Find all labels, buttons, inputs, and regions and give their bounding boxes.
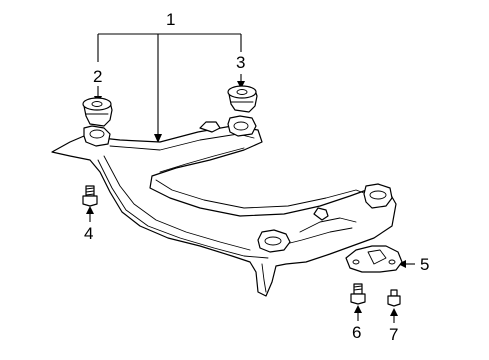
callout-1-arrow-center [154,134,162,143]
bolt-part-4 [82,185,98,207]
callout-5: 5 [420,255,429,274]
bolt-part-7 [387,289,401,307]
callout-7: 7 [389,325,398,344]
bushing-right [227,85,258,113]
callout-3-arrow [237,81,245,89]
callout-6-arrow [354,305,362,313]
callout-4-arrow [86,206,94,214]
callout-1: 1 [166,10,175,29]
subframe-body [51,125,397,297]
callout-6: 6 [352,323,361,342]
subframe-rib [299,217,357,233]
callout-labels: 1 2 3 4 5 6 7 [84,10,429,344]
subframe-bracket-right [313,207,329,221]
bolt-part-6 [350,283,366,305]
subframe-flange-front [97,159,269,259]
callout-5-arrow [398,260,406,268]
mount-pad-rear-left [257,229,291,253]
bracket-plate-part-5 [345,245,403,273]
callout-4: 4 [84,224,93,243]
subframe-arm-edge-2 [159,147,245,173]
mount-pad-front-right [227,115,257,137]
leader-lines [86,33,415,323]
callout-3: 3 [236,53,245,72]
mount-pad-rear-right [363,183,393,209]
callout-2: 2 [93,67,102,86]
mount-pad-front-left [83,125,111,147]
callout-1-bracket [97,33,242,138]
subframe-drop-tab [261,263,267,293]
callout-7-arrow [390,308,398,316]
subframe-arm-edge [155,179,373,209]
bushing-left [82,97,113,127]
subframe-lug-top [199,121,221,133]
subframe [51,115,397,297]
subframe-flange-front-2 [103,155,251,251]
